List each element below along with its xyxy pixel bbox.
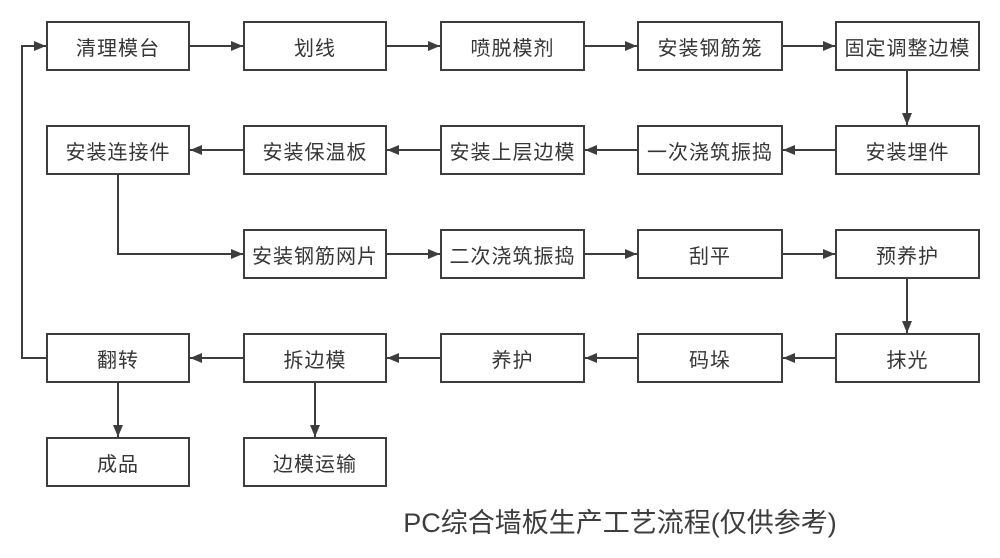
node-clean-mold-table: 清理模台 — [46, 21, 190, 71]
node-stacking: 码垛 — [637, 333, 783, 383]
node-install-rebar-cage: 安装钢筋笼 — [637, 21, 783, 71]
node-marking: 划线 — [243, 21, 387, 71]
node-finished-product: 成品 — [46, 437, 190, 487]
node-second-pour-vibrate: 二次浇筑振捣 — [440, 229, 585, 279]
node-side-form-transport: 边模运输 — [243, 437, 387, 487]
node-remove-side-form: 拆边模 — [243, 333, 387, 383]
node-install-upper-side-form: 安装上层边模 — [440, 125, 585, 175]
diagram-caption: PC综合墙板生产工艺流程(仅供参考) — [403, 508, 837, 538]
node-trowelling: 抹光 — [835, 333, 980, 383]
node-install-insulation: 安装保温板 — [243, 125, 387, 175]
node-spray-release-agent: 喷脱模剂 — [440, 21, 585, 71]
node-curing: 养护 — [440, 333, 585, 383]
edge-flip-loop-to-clean — [21, 41, 46, 359]
node-pre-curing: 预养护 — [835, 229, 980, 279]
edge-connectors-to-rebar-mesh — [117, 175, 243, 259]
node-install-embedded-parts: 安装埋件 — [835, 125, 980, 175]
node-first-pour-vibrate: 一次浇筑振捣 — [637, 125, 783, 175]
node-install-connectors: 安装连接件 — [46, 125, 190, 175]
node-fix-adjust-side-form: 固定调整边模 — [835, 21, 980, 71]
node-screeding: 刮平 — [637, 229, 783, 279]
node-flip: 翻转 — [46, 333, 190, 383]
node-install-rebar-mesh: 安装钢筋网片 — [243, 229, 387, 279]
